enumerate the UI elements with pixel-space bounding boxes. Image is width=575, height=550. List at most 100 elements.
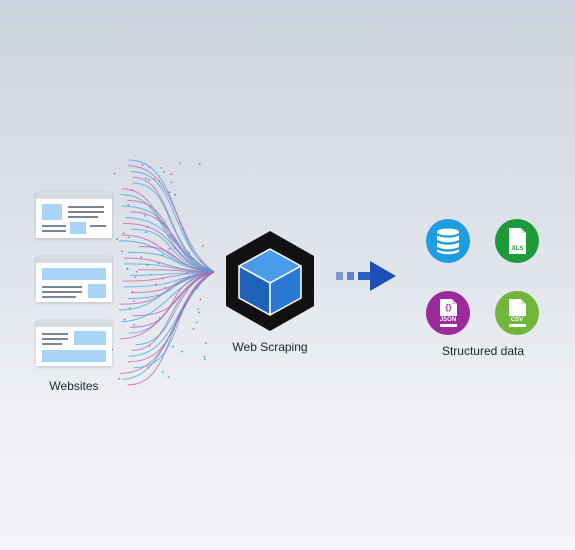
connection-line: [127, 271, 215, 363]
particle-dot: [128, 307, 131, 309]
connection-line: [121, 271, 215, 323]
particle-dot: [162, 221, 165, 224]
particle-dot: [196, 287, 199, 289]
connection-line: [120, 194, 215, 273]
particle-dot: [158, 180, 161, 182]
xls-file-label: XLS: [511, 246, 524, 252]
particle-dot: [198, 281, 201, 284]
particle-dot: [199, 260, 202, 263]
particle-dot: [197, 308, 200, 310]
particle-dot: [113, 172, 116, 175]
connection-line: [125, 217, 215, 273]
json-braces-glyph: {}: [445, 303, 452, 312]
particle-dot: [173, 247, 176, 250]
connection-line: [130, 171, 215, 273]
particle-dot: [126, 267, 128, 270]
websites-label: Websites: [49, 379, 99, 393]
cube-icon: [238, 248, 302, 316]
particle-dot: [135, 270, 138, 273]
particle-dot: [182, 227, 184, 230]
json-file-icon: {} JSON: [425, 290, 471, 336]
particle-dot: [158, 317, 161, 319]
web-scraping-label: Web Scraping: [232, 340, 308, 354]
connection-line: [129, 271, 215, 328]
particle-dot: [170, 181, 173, 184]
connection-line: [138, 269, 215, 273]
particle-dot: [121, 250, 123, 253]
particle-dot: [123, 318, 126, 321]
particle-dot: [134, 276, 137, 279]
particle-dot: [154, 283, 157, 286]
csv-file-icon: CSV: [494, 290, 540, 336]
connection-line: [132, 176, 215, 273]
particle-dot: [133, 300, 136, 303]
connection-line: [120, 271, 215, 305]
particle-dot: [168, 191, 171, 194]
particle-dot: [179, 162, 181, 164]
particle-dot: [179, 221, 181, 224]
particle-dot: [188, 251, 191, 254]
connection-line: [139, 246, 215, 273]
particle-dot: [168, 248, 171, 250]
database-icon: [426, 219, 470, 263]
particle-dot: [141, 164, 144, 166]
particle-dot: [148, 166, 151, 169]
particle-dot: [127, 204, 130, 206]
particle-dot: [140, 256, 143, 259]
particle-dot: [153, 178, 156, 181]
particle-dot: [128, 236, 131, 239]
connection-line: [132, 182, 215, 273]
particle-dot: [164, 286, 167, 289]
particle-dot: [145, 231, 147, 234]
particle-dot: [199, 298, 202, 301]
website-card-3: [36, 320, 112, 366]
particle-dot: [148, 345, 151, 347]
particle-dot: [203, 355, 206, 358]
particle-dot: [131, 291, 134, 293]
particle-dot: [195, 321, 198, 324]
connection-line: [131, 228, 215, 273]
particle-dot: [163, 170, 165, 173]
particle-dot: [170, 173, 173, 176]
particle-dot: [145, 177, 147, 180]
connection-line: [127, 271, 215, 386]
particle-dot: [169, 234, 172, 237]
web-scraping-engine: [226, 231, 314, 331]
particle-dot: [116, 238, 118, 241]
particle-dot: [122, 232, 125, 235]
particle-dot: [144, 214, 147, 217]
particle-dot: [149, 273, 152, 276]
particle-dot: [186, 272, 189, 274]
structured-data-label: Structured data: [441, 344, 525, 358]
xls-file-icon: XLS: [494, 218, 540, 264]
website-card-1: [36, 192, 112, 238]
particle-dot: [198, 163, 201, 166]
connection-line: [127, 251, 215, 273]
particle-dot: [181, 350, 183, 353]
particle-dot: [118, 378, 121, 380]
particle-dot: [161, 277, 164, 280]
particle-dot: [172, 345, 174, 348]
particle-dot: [198, 311, 200, 314]
particle-dot: [161, 371, 164, 374]
connection-line: [123, 263, 215, 273]
particle-dot: [161, 254, 164, 256]
particle-dot: [160, 167, 163, 169]
connection-line: [121, 205, 215, 273]
connection-line: [127, 165, 215, 273]
particle-dot: [204, 342, 207, 345]
particle-dot: [148, 178, 150, 181]
particle-dot: [146, 226, 149, 229]
particle-dot: [192, 328, 195, 330]
particle-dot: [131, 189, 134, 192]
particle-dot: [167, 376, 170, 378]
particle-dot: [203, 358, 206, 361]
connection-line: [122, 271, 215, 380]
connection-line: [131, 271, 215, 351]
particle-dot: [147, 366, 150, 369]
particle-dot: [174, 193, 177, 196]
particle-dot: [157, 262, 160, 265]
json-file-label: JSON: [439, 317, 457, 323]
